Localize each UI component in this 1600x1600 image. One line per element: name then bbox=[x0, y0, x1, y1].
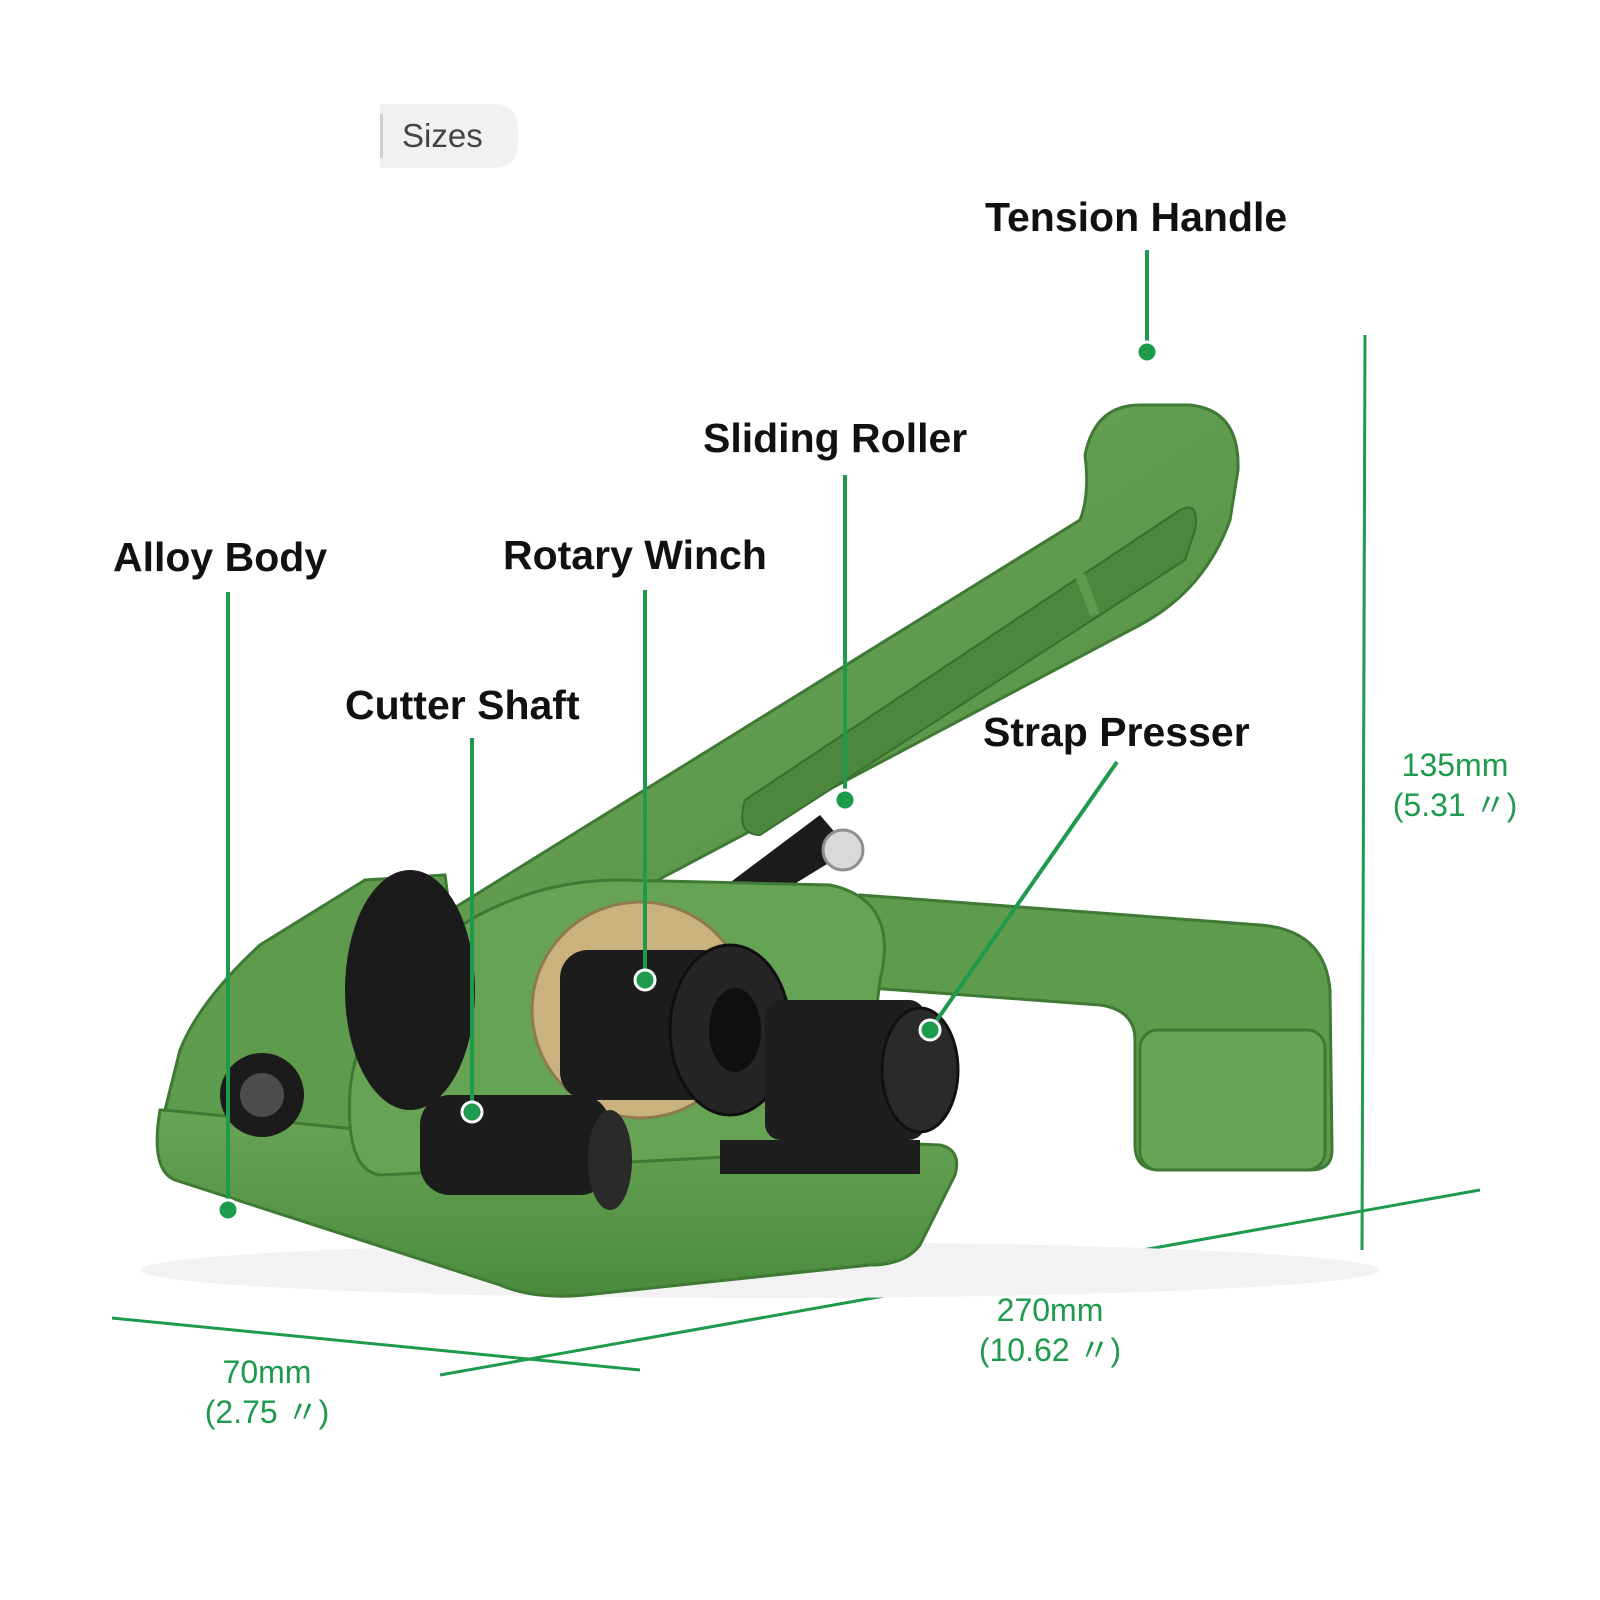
alloy-body-label: Alloy Body bbox=[113, 534, 328, 580]
cutter-shaft-tip bbox=[588, 1110, 632, 1210]
alloy-body-callout-dot bbox=[216, 1198, 240, 1222]
strap-presser-label: Strap Presser bbox=[983, 709, 1250, 755]
handle-slot-divider bbox=[1075, 573, 1100, 617]
tension-handle-callout-dot bbox=[1135, 340, 1159, 364]
height-dimension: 135mm (5.31 〃) bbox=[1375, 745, 1535, 825]
width-dimension-line bbox=[111, 1316, 641, 1372]
length-imperial: (10.62 〃) bbox=[978, 1332, 1122, 1368]
length-dimension: 270mm (10.62 〃) bbox=[960, 1290, 1140, 1370]
sliding-roller-label: Sliding Roller bbox=[703, 415, 968, 461]
width-dimension: 70mm (2.75 〃) bbox=[192, 1352, 342, 1432]
height-metric: 135mm bbox=[1401, 747, 1509, 783]
rotary-winch-callout-dot bbox=[633, 968, 657, 992]
strap-presser-callout-dot bbox=[918, 1018, 942, 1042]
sliding-roller-callout-dot bbox=[833, 788, 857, 812]
cutter-shaft-label: Cutter Shaft bbox=[345, 682, 580, 728]
sliding-roller-pin bbox=[821, 828, 865, 872]
internal-wheel bbox=[345, 870, 475, 1110]
strap-presser-plate bbox=[720, 1140, 920, 1174]
cutter-shaft bbox=[420, 1095, 610, 1195]
cutter-shaft-callout-dot bbox=[460, 1100, 484, 1124]
rotary-winch-core bbox=[709, 988, 761, 1072]
strapping-tool bbox=[155, 403, 1334, 1298]
strap-presser-callout-line bbox=[928, 760, 1119, 1032]
strap-presser-block bbox=[765, 1000, 925, 1140]
height-dimension-line bbox=[1360, 334, 1367, 1251]
rotary-winch-label: Rotary Winch bbox=[503, 532, 767, 578]
strap-presser-knob bbox=[880, 1006, 960, 1134]
width-imperial: (2.75 〃) bbox=[204, 1394, 330, 1430]
handle-slot bbox=[741, 506, 1197, 837]
tension-handle-label: Tension Handle bbox=[985, 194, 1288, 240]
rear-leg-foot bbox=[1138, 1028, 1327, 1172]
length-metric: 270mm bbox=[996, 1292, 1104, 1328]
left-axle-cap bbox=[240, 1073, 284, 1117]
callouts bbox=[216, 250, 1159, 1222]
sizes-tab[interactable]: Sizes bbox=[380, 104, 518, 168]
width-metric: 70mm bbox=[222, 1354, 312, 1390]
height-imperial: (5.31 〃) bbox=[1392, 787, 1518, 823]
